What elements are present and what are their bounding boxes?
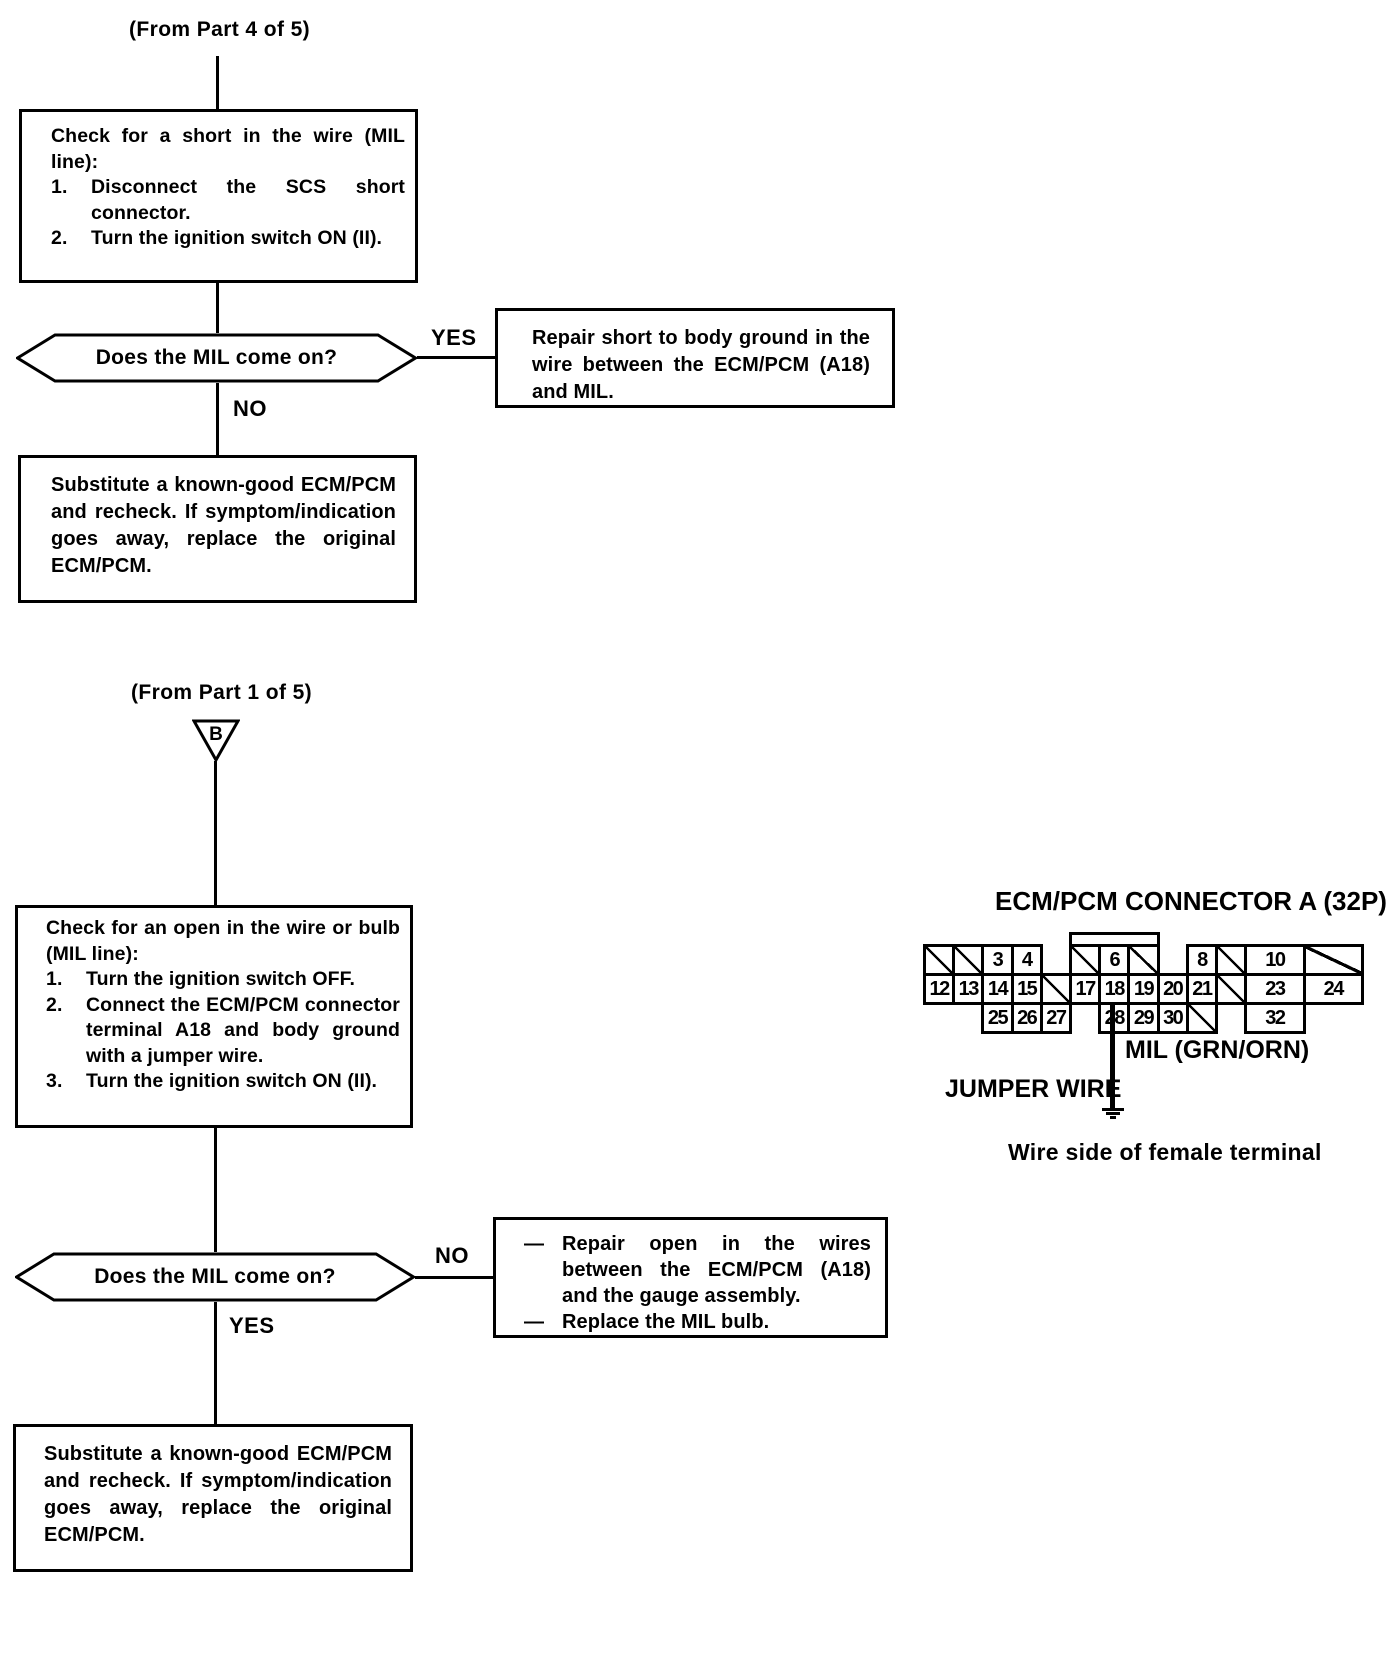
decision-hexagon-shape [16,333,417,383]
mil-wire-label: MIL (GRN/ORN) [1125,1036,1310,1064]
wire-side-caption: Wire side of female terminal [1008,1139,1322,1165]
connector-grid: 3468101213141517181920212324252627282930… [923,944,1365,1092]
pin-cell-12: 12 [923,973,956,1005]
pin-cell-17: 17 [1069,973,1102,1005]
step-item-number: 1. [51,176,68,198]
from-part-1-label: (From Part 1 of 5) [131,681,313,704]
pin-cell-4: 4 [1010,944,1043,976]
connector-triangle-b: B [192,719,240,763]
pin-cell-3: 3 [981,944,1014,976]
pin-cell-19: 19 [1127,973,1160,1005]
dash-item-text: Replace the MIL bulb. [562,1311,770,1333]
connector-title: ECM/PCM CONNECTOR A (32P) [995,886,1387,916]
step-box-check-open: Check for an open in the wire or bulb (M… [15,905,413,1128]
empty-pin-cell [1127,944,1160,976]
result-box-substitute-ecm-1: Substitute a known-good ECM/PCM and rech… [18,455,417,603]
step-item: 2. Turn the ignition switch ON (II). [51,226,405,252]
connector-letter: B [209,724,223,745]
step-item: 3. Turn the ignition switch ON (II). [46,1069,400,1095]
result-box-repair-open: — Repair open in the wires between the EC… [493,1217,888,1338]
no-branch-label: NO [435,1243,469,1268]
empty-pin-cell [1302,944,1364,976]
step-item: 1. Turn the ignition switch OFF. [46,967,400,993]
step-list: 1. Disconnect the SCS short connector. 2. T… [51,175,405,252]
result-text: Substitute a known-good ECM/PCM and rech… [51,474,396,577]
pin-cell-30: 30 [1156,1002,1189,1034]
dash-bullet: — [524,1233,544,1255]
connector-line [216,283,219,333]
dash-item-text: Repair open in the wires between the ECM… [562,1233,871,1307]
connector-line [415,1276,493,1279]
empty-pin-cell [923,944,956,976]
step-item-text: Turn the ignition switch ON (II). [86,1070,378,1092]
pin-cell-32: 32 [1244,1002,1306,1034]
step-item-number: 2. [46,993,63,1016]
step-item-number: 1. [46,968,63,990]
connector-line [214,1302,217,1424]
connector-line [214,1128,217,1252]
pin-cell-6: 6 [1098,944,1131,976]
empty-pin-cell [1215,944,1248,976]
step-item-text: Turn the ignition switch OFF. [86,968,356,990]
pin-cell-15: 15 [1010,973,1043,1005]
empty-pin-cell [1039,973,1072,1005]
empty-pin-cell [1069,944,1102,976]
yes-branch-label: YES [431,325,477,350]
pin-cell-20: 20 [1156,973,1189,1005]
step-item-number: 3. [46,1070,63,1092]
decision-question: Does the MIL come on? [94,1265,336,1288]
from-part-4-label: (From Part 4 of 5) [129,18,311,41]
yes-branch-label: YES [229,1313,275,1338]
result-box-repair-short: Repair short to body ground in the wire … [495,308,895,408]
step-list: 1. Turn the ignition switch OFF. 2. Connect… [46,967,400,1095]
no-branch-label: NO [233,396,267,421]
connector-line [417,356,495,359]
decision-mil-come-on-1: Does the MIL come on? [16,333,417,383]
pin-cell-26: 26 [1010,1002,1043,1034]
step-item: 1. Disconnect the SCS short connector. [51,175,405,226]
pin-cell-25: 25 [981,1002,1014,1034]
dash-list: — Repair open in the wires between the EC… [524,1231,871,1335]
connector-line [216,383,219,455]
step-item-text: Turn the ignition switch ON (II). [91,227,383,249]
result-box-substitute-ecm-2: Substitute a known-good ECM/PCM and rech… [13,1424,413,1572]
ground-symbol [1102,1108,1124,1120]
decision-question: Does the MIL come on? [95,346,338,369]
step-item: 2. Connect the ECM/PCM connector terminal… [46,993,400,1070]
step-box-title: Check for an open in the wire or bulb (M… [46,917,400,965]
pin-cell-21: 21 [1185,973,1218,1005]
step-item-text: Connect the ECM/PCM connector terminal A… [86,993,400,1067]
connector-line [216,56,219,109]
empty-pin-cell [1215,973,1248,1005]
empty-pin-cell [952,944,985,976]
pin-cell-14: 14 [981,973,1014,1005]
result-text: Substitute a known-good ECM/PCM and rech… [44,1443,392,1546]
decision-hexagon-shape [15,1252,415,1302]
result-text: Repair short to body ground in the wire … [532,327,870,403]
pin-cell-10: 10 [1244,944,1306,976]
dash-item: — Replace the MIL bulb. [524,1309,871,1335]
pin-cell-29: 29 [1127,1002,1160,1034]
step-item-number: 2. [51,227,68,249]
dash-item: — Repair open in the wires between the EC… [524,1231,871,1309]
pin-cell-27: 27 [1039,1002,1072,1034]
step-box-title: Check for a short in the wire (MIL line)… [51,125,405,173]
empty-pin-cell [1185,1002,1218,1034]
jumper-wire-label: JUMPER WIRE [945,1075,1122,1103]
pin-cell-13: 13 [952,973,985,1005]
pin-cell-8: 8 [1185,944,1218,976]
pin-cell-18: 18 [1098,973,1131,1005]
pin-cell-23: 23 [1244,973,1306,1005]
jumper-wire-line [1110,1002,1115,1109]
step-item-text: Disconnect the SCS short connector. [91,176,405,224]
connector-line [214,761,217,905]
decision-mil-come-on-2: Does the MIL come on? [15,1252,415,1302]
step-box-check-short: Check for a short in the wire (MIL line)… [19,109,418,283]
pin-cell-24: 24 [1302,973,1364,1005]
dash-bullet: — [524,1311,544,1333]
